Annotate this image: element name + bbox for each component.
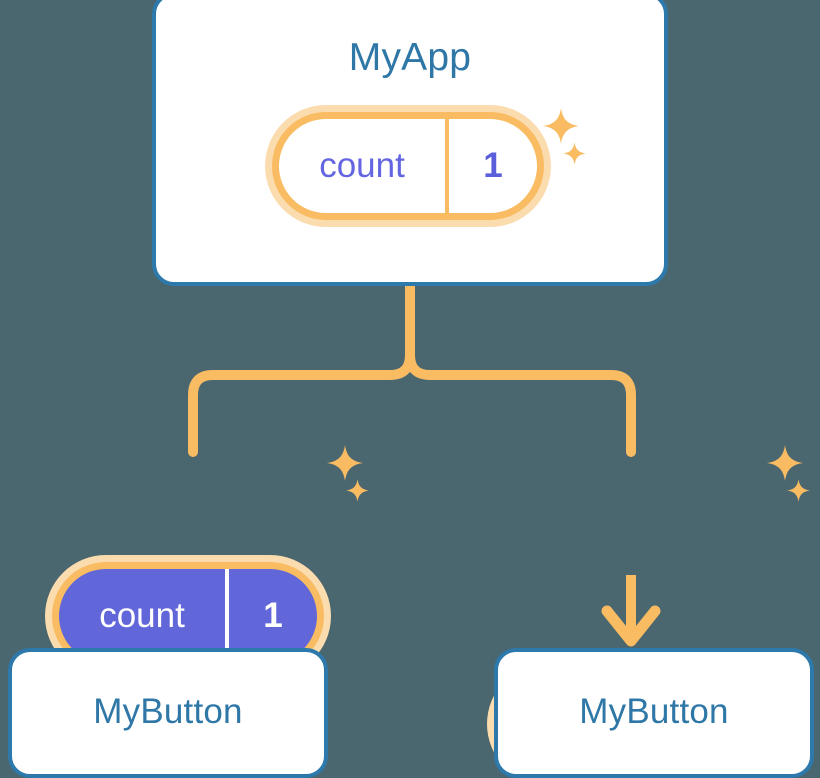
sparkle-icon <box>325 443 365 483</box>
sparkle-icon <box>765 443 805 483</box>
card-title: MyButton <box>93 692 243 731</box>
state-pill-key: count <box>279 119 449 213</box>
component-card-mybutton-left[interactable]: MyButton <box>8 648 328 778</box>
component-card-mybutton-right[interactable]: MyButton <box>494 648 814 778</box>
state-pill-myapp[interactable]: count 1 <box>272 112 544 220</box>
state-pill-value: 1 <box>263 596 283 635</box>
card-title: MyButton <box>579 692 729 731</box>
arrow-down-icon-right <box>601 605 661 647</box>
page-title: MyApp <box>348 36 472 79</box>
state-pill-key: count <box>59 569 229 663</box>
state-pill-value: 1 <box>483 146 503 185</box>
connector-right-branch <box>405 281 636 457</box>
connector-left-branch <box>188 281 415 457</box>
sparkle-icon <box>786 478 811 503</box>
sparkle-icon <box>345 478 370 503</box>
